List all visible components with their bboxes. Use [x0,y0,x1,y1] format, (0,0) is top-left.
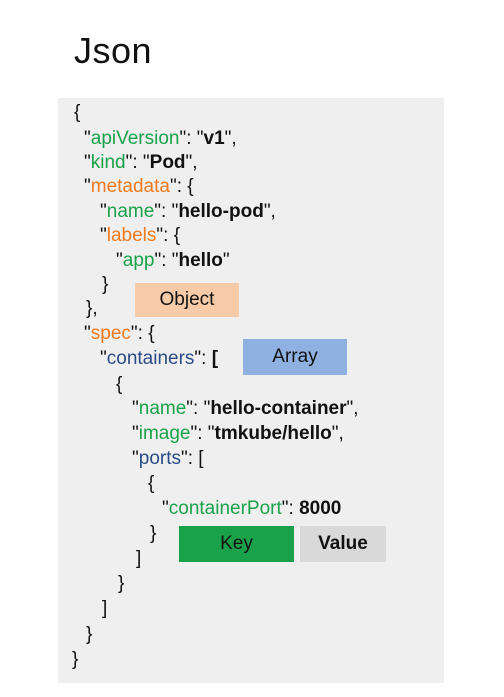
code-line: { [74,102,81,123]
code-line: } [102,274,109,295]
code-line: { [148,473,155,494]
code-line: } [150,523,157,544]
code-line: "containers": [ [100,348,219,369]
code-line: ] [102,598,108,619]
code-line: "metadata": { [84,176,194,197]
code-line: "ports": [ [132,448,204,469]
code-line: } [86,624,93,645]
code-line: ] [136,548,142,569]
code-line: { [116,374,123,395]
code-line: } [118,573,125,594]
code-line: "apiVersion": "v1", [84,128,237,149]
code-line: "app": "hello" [116,250,230,271]
code-line: "image": "tmkube/hello", [132,423,344,444]
key-legend-label: Key [179,526,294,562]
code-line: "labels": { [100,225,181,246]
code-line: "name": "hello-container", [132,398,359,419]
code-line: }, [86,298,98,319]
code-line: } [72,649,79,670]
page-title: Json [74,30,153,71]
value-legend-label: Value [300,526,386,562]
code-line: "name": "hello-pod", [100,201,276,222]
json-code-panel: { "apiVersion": "v1", "kind": "Pod", "me… [58,98,444,683]
code-line: "containerPort": 8000 [162,498,342,519]
code-line: "kind": "Pod", [84,152,198,173]
code-line: "spec": { [84,323,155,344]
array-legend-label: Array [243,339,347,375]
object-legend-label: Object [135,283,239,317]
